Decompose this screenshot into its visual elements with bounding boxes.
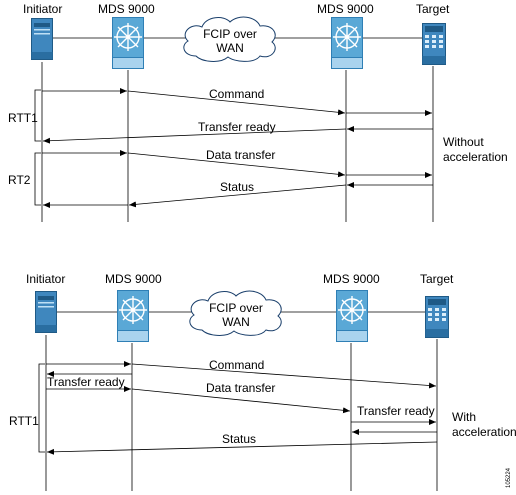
bottom-mds-right-label: MDS 9000 [323,272,380,286]
top-command-label: Command [209,87,264,101]
top-target-storage-icon [422,23,446,65]
bottom-cloud-line1: FCIP over [209,301,263,315]
top-mds-left-switch-icon [112,17,144,69]
top-mds-left-label: MDS 9000 [98,2,155,16]
bottom-transfer-ready-local-label: Transfer ready [47,375,125,389]
bottom-initiator-server-icon [35,291,57,333]
top-note-line1: Without [443,135,484,149]
top-note-line2: acceleration [443,150,508,164]
bottom-rtt1-bracket [38,363,45,453]
top-command-arrow-2 [127,90,346,116]
top-panel: Initiator MDS 9000 MDS 9000 Target FCIP … [8,2,508,222]
top-rtt1-label: RTT1 [8,111,38,125]
top-data-transfer-arrow-2 [127,152,346,178]
bottom-data-transfer-arrow-2 [131,388,351,414]
top-rtt1-bracket [34,89,41,142]
bottom-status-label: Status [222,432,256,446]
bottom-initiator-label: Initiator [26,272,65,286]
bottom-cloud-line2: WAN [222,315,250,329]
bottom-rtt1-label: RTT1 [9,414,39,428]
bottom-mds-left-switch-icon [117,290,149,342]
top-status-label: Status [220,180,254,194]
bottom-panel: Initiator MDS 9000 MDS 9000 Target FCIP … [9,272,516,491]
top-initiator-server-icon [31,18,53,60]
bottom-note-line1: With [452,410,476,424]
bottom-target-label: Target [420,272,454,286]
top-rt2-label: RT2 [8,173,31,187]
bottom-target-storage-icon [425,296,449,338]
top-mds-right-label: MDS 9000 [317,2,374,16]
bottom-wan-cloud [189,290,282,336]
bottom-mds-left-label: MDS 9000 [105,272,162,286]
top-rt2-bracket [34,152,41,206]
bottom-transfer-ready-remote-label: Transfer ready [357,404,435,418]
top-target-label: Target [416,2,450,16]
bottom-note-line2: acceleration [452,425,516,439]
bottom-status-arrow [46,441,438,455]
bottom-mds-right-switch-icon [336,290,368,342]
top-transfer-ready-label: Transfer ready [198,120,276,134]
top-data-transfer-label: Data transfer [206,148,275,162]
top-initiator-label: Initiator [23,2,62,16]
bottom-command-label: Command [209,358,264,372]
figure-id: 105224 [506,467,512,488]
top-transfer-ready-arrow-2 [42,128,347,144]
top-cloud-line1: FCIP over [203,27,257,41]
bottom-data-transfer-label: Data transfer [206,381,275,395]
top-cloud-line2: WAN [216,41,244,55]
top-status-arrow-2 [128,184,347,208]
top-wan-cloud [183,16,276,62]
top-mds-right-switch-icon [331,17,363,69]
bottom-command-arrow-2 [131,363,437,389]
